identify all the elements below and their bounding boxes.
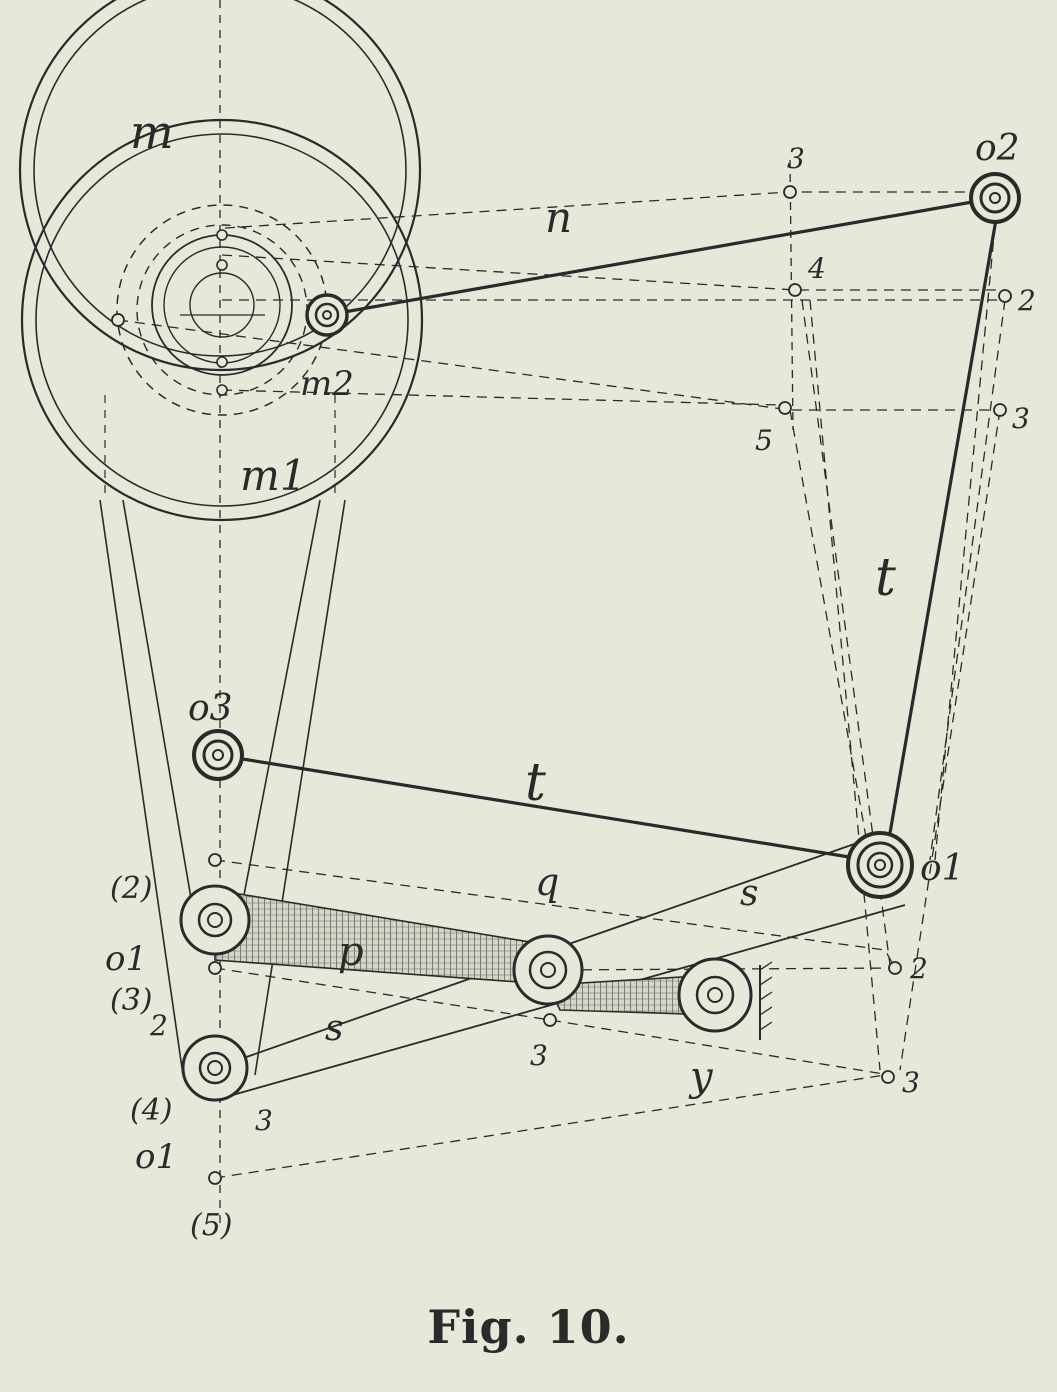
point-r2 — [998, 289, 1012, 303]
pulley-o1-lower — [181, 1034, 249, 1102]
label-o1-top: o1 — [105, 939, 147, 979]
label-s-lower: s — [325, 1008, 343, 1049]
rod-t-right — [883, 207, 1000, 863]
rod-t-alt-2 — [801, 299, 891, 966]
label-n5: 5 — [755, 424, 773, 457]
label-p: p — [338, 929, 364, 975]
label-t-lower: t — [525, 753, 546, 813]
wheel-m1-outer — [20, 118, 424, 522]
hatched-bar-p — [214, 889, 562, 986]
point-c3 — [543, 1013, 557, 1027]
point-hub-bot2 — [216, 384, 228, 396]
point-b2 — [888, 961, 902, 975]
belt-left-outer — [99, 499, 184, 1076]
belt-right-inner — [243, 499, 321, 896]
construction-line-5b — [221, 389, 781, 406]
label-o3: o3 — [188, 688, 233, 729]
construction-line-5 — [117, 319, 1000, 411]
hub-outer — [151, 234, 293, 376]
label-paren-3: (3) — [110, 983, 153, 1018]
pivot-m2 — [305, 293, 349, 337]
pivot-o3 — [192, 729, 244, 781]
pulley-o1-upper — [179, 884, 251, 956]
pulley-y — [677, 957, 753, 1033]
hub-bore — [189, 272, 255, 338]
rod-t-alt-6 — [934, 224, 996, 861]
label-l3: 3 — [255, 1104, 273, 1137]
label-b2: 2 — [909, 952, 928, 985]
label-o1-bottom: o1 — [135, 1137, 177, 1177]
wheel-m-outer — [18, 0, 422, 372]
construction-line-4 — [221, 254, 1005, 291]
point-p2 — [208, 853, 222, 867]
label-c3: 3 — [530, 1039, 548, 1072]
label-s-upper: s — [740, 873, 758, 914]
point-5 — [778, 401, 792, 415]
pivot-o1-right — [846, 831, 914, 899]
point-hub-left — [111, 313, 125, 327]
construction-lower-3 — [214, 967, 891, 1076]
point-hub-top2 — [216, 259, 228, 271]
point-4 — [788, 283, 802, 297]
point-b3 — [881, 1070, 895, 1084]
wheel-m1-inner — [35, 133, 409, 507]
label-n: n — [545, 193, 572, 242]
pivot-o2 — [969, 172, 1021, 224]
point-3 — [783, 185, 797, 199]
label-r2: 2 — [1017, 284, 1036, 317]
rod-t-alt-5 — [899, 409, 1001, 1071]
label-t-upper: t — [875, 548, 896, 608]
pulley-q-middle — [512, 934, 584, 1006]
label-q: q — [535, 860, 559, 904]
label-o2: o2 — [975, 128, 1020, 169]
label-paren-2: (2) — [110, 871, 153, 906]
label-b3: 3 — [902, 1066, 920, 1099]
construction-lower-5 — [214, 1074, 886, 1179]
figure-caption: Fig. 10. — [427, 1300, 630, 1354]
label-paren-4: (4) — [130, 1093, 173, 1128]
point-p3 — [208, 961, 222, 975]
label-o1-right: o1 — [920, 848, 965, 889]
label-n4: 4 — [807, 252, 826, 285]
label-n3: 3 — [787, 142, 805, 175]
rod-t-lower — [217, 753, 881, 864]
belt-left-inner — [122, 499, 194, 911]
label-l2: 2 — [149, 1009, 168, 1042]
label-m: m — [130, 105, 174, 159]
point-r3 — [993, 403, 1007, 417]
fixed-support-hatch — [759, 961, 773, 1031]
point-p5 — [208, 1171, 222, 1185]
wheel-m-inner — [33, 0, 407, 357]
rod-t-alt-4 — [929, 299, 1006, 861]
label-paren-5: (5) — [190, 1208, 233, 1243]
rod-t-alt-1 — [789, 409, 871, 861]
point-hub-top1 — [216, 229, 228, 241]
label-m2: m2 — [300, 364, 354, 404]
construction-line-3 — [224, 191, 995, 229]
rod-n — [326, 196, 996, 317]
rod-t-alt-3 — [809, 299, 881, 1071]
label-r3: 3 — [1012, 402, 1030, 435]
vertical-dash-345 — [789, 159, 794, 431]
belt-right-outer — [254, 499, 346, 1076]
label-y: y — [688, 1054, 714, 1100]
label-m1: m1 — [240, 451, 307, 500]
point-hub-bot1 — [216, 356, 228, 368]
